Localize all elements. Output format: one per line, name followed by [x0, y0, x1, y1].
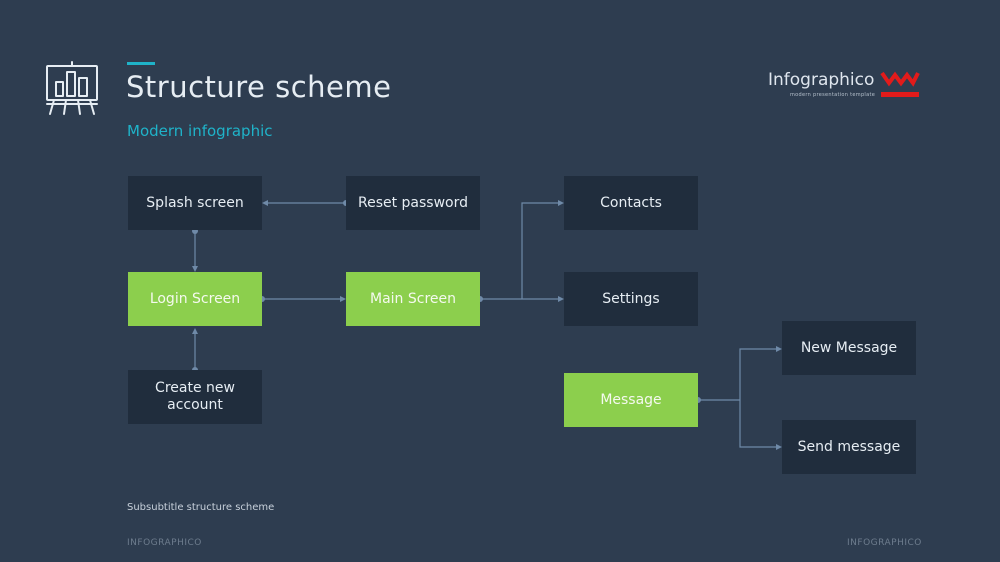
- node-main-screen: Main Screen: [346, 272, 480, 326]
- node-label: Send message: [797, 438, 901, 455]
- brand-name: Infographico: [768, 70, 875, 90]
- node-splash-screen: Splash screen: [128, 176, 262, 230]
- connector-message-new: [739, 348, 778, 400]
- node-label: Login Screen: [149, 290, 241, 307]
- node-label: Main Screen: [369, 290, 456, 307]
- arrowhead: [192, 328, 198, 334]
- footer-left: INFOGRAPHICO: [127, 538, 202, 548]
- node-label: Settings: [602, 290, 660, 307]
- arrowhead: [262, 200, 268, 206]
- brand-logo-icon: [880, 71, 920, 97]
- node-label: New Message: [800, 339, 898, 356]
- connector-message-send: [739, 400, 778, 448]
- footnote: Subsubtitle structure scheme: [127, 502, 275, 513]
- node-send-message: Send message: [782, 420, 916, 474]
- node-settings: Settings: [564, 272, 698, 326]
- node-reset-password: Reset password: [346, 176, 480, 230]
- footer-right: INFOGRAPHICO: [847, 538, 922, 548]
- node-label: Reset password: [357, 194, 469, 211]
- node-label: Create new account: [155, 380, 235, 413]
- brand: Infographico modern presentation templat…: [768, 70, 923, 102]
- node-label: Contacts: [600, 194, 662, 211]
- presentation-board-icon: [46, 61, 98, 115]
- node-login-screen: Login Screen: [128, 272, 262, 326]
- node-message: Message: [564, 373, 698, 427]
- node-label: Splash screen: [146, 194, 244, 211]
- page-subtitle: Modern infographic: [127, 122, 273, 140]
- title-accent-bar: [127, 62, 155, 65]
- connector-main-contacts: [521, 202, 560, 299]
- page-title: Structure scheme: [126, 70, 392, 104]
- node-label: Message: [600, 391, 662, 408]
- node-new-message: New Message: [782, 321, 916, 375]
- brand-tagline: modern presentation template: [790, 92, 876, 98]
- node-contacts: Contacts: [564, 176, 698, 230]
- node-create-new-account: Create new account: [128, 370, 262, 424]
